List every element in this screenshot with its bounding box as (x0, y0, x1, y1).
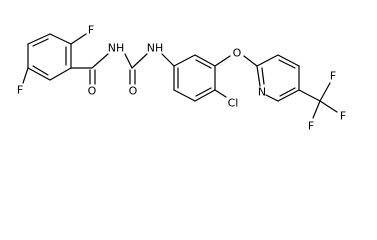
atom-f-cf3-right: F (340, 110, 346, 123)
atom-f-bottom: F (17, 84, 23, 97)
atom-o-carbonyl-1: O (88, 85, 97, 98)
atom-o-ether: O (233, 47, 242, 60)
bond-lines (22, 33, 338, 119)
chemical-structure-diagram: F F O NH O NH O N Cl F F F (17, 24, 346, 133)
atom-nh-2: NH (147, 42, 164, 55)
atom-nh-1: NH (108, 42, 125, 55)
atom-cl: Cl (228, 97, 239, 110)
atom-o-carbonyl-2: O (129, 85, 138, 98)
atom-n-pyridine: N (258, 86, 266, 99)
atom-f-cf3-left: F (308, 120, 314, 133)
atom-labels: F F O NH O NH O N Cl F F F (17, 24, 346, 133)
atom-f-cf3-top: F (330, 70, 336, 83)
atom-f-top: F (88, 24, 94, 37)
